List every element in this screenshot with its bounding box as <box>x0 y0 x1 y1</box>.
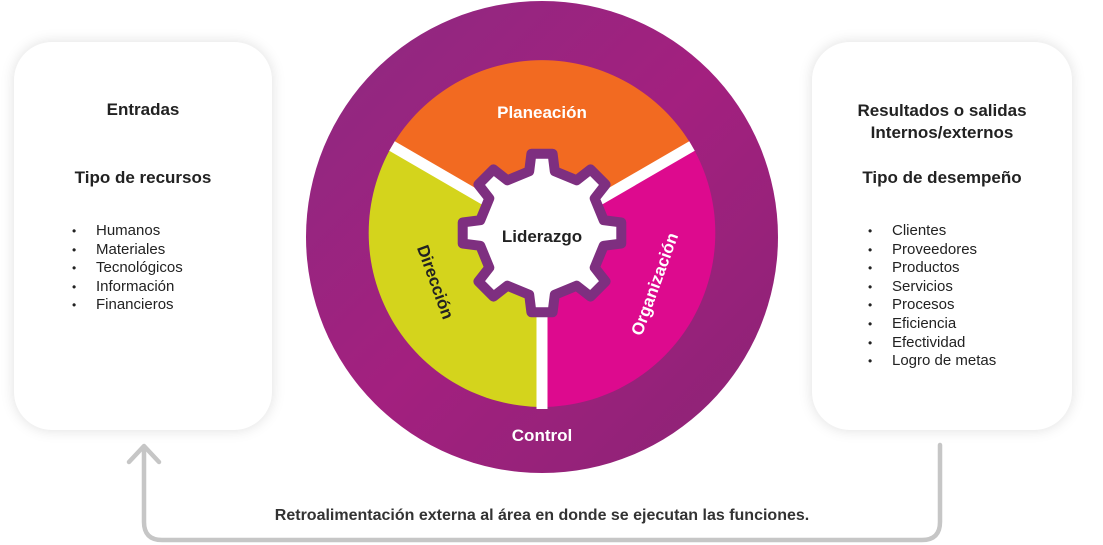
management-wheel: Planeación Organización Dirección Contro… <box>306 1 778 473</box>
list-item: Proveedores <box>866 241 996 260</box>
liderazgo-label: Liderazgo <box>502 227 582 246</box>
list-item: Materiales <box>70 241 183 260</box>
inputs-subtitle: Tipo de recursos <box>74 168 212 187</box>
feedback-arrow-line <box>141 442 943 543</box>
list-item: Clientes <box>866 222 996 241</box>
list-item: Eficiencia <box>866 315 996 334</box>
inputs-list: Humanos Materiales Tecnológicos Informac… <box>70 222 183 315</box>
outputs-title-line2: Internos/externos <box>870 123 1014 142</box>
gear-icon <box>457 148 627 318</box>
planeacion-label: Planeación <box>497 103 587 122</box>
outputs-title: Resultados o salidas Internos/externos <box>812 100 1072 144</box>
list-item: Tecnológicos <box>70 259 183 278</box>
list-item: Logro de metas <box>866 352 996 371</box>
outputs-list: Clientes Proveedores Productos Servicios… <box>866 222 996 371</box>
feedback-arrow-head <box>126 443 162 465</box>
planeacion-segment <box>392 60 692 234</box>
list-item: Información <box>70 278 183 297</box>
control-label: Control <box>512 426 572 445</box>
list-item: Humanos <box>70 222 183 241</box>
list-item: Financieros <box>70 296 183 315</box>
feedback-text: Retroalimentación externa al área en don… <box>274 507 810 524</box>
outputs-card: Resultados o salidas Internos/externos T… <box>812 42 1072 430</box>
inputs-title: Entradas <box>106 100 180 119</box>
list-item: Productos <box>866 259 996 278</box>
outputs-subtitle: Tipo de desempeño <box>862 168 1022 187</box>
list-item: Servicios <box>866 278 996 297</box>
inputs-card: Entradas Tipo de recursos Humanos Materi… <box>14 42 272 430</box>
list-item: Procesos <box>866 296 996 315</box>
outputs-title-line1: Resultados o salidas <box>857 101 1027 120</box>
list-item: Efectividad <box>866 334 996 353</box>
